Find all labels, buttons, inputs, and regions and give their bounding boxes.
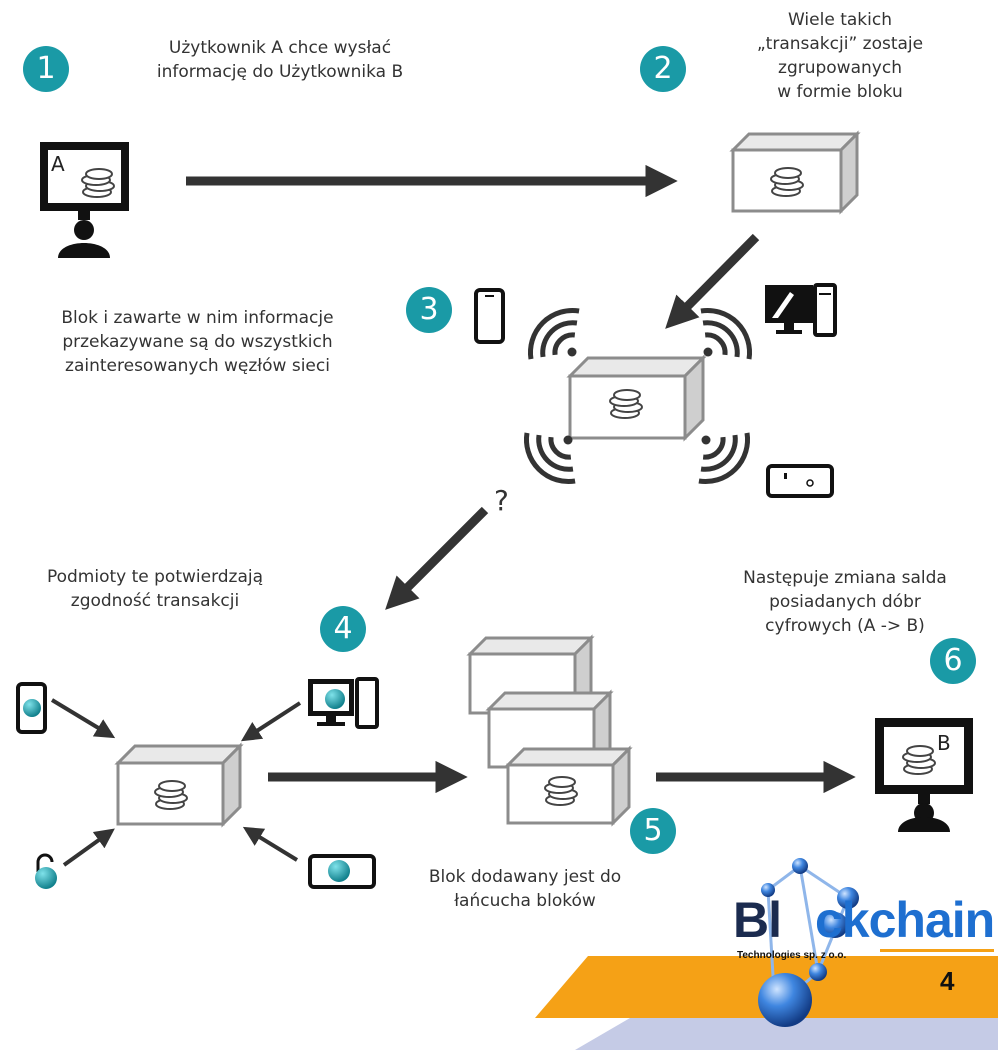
logo-subtitle: Technologies sp. z o.o.	[737, 950, 847, 961]
arrow-3-to-4	[385, 506, 489, 610]
question-mark: ?	[494, 484, 509, 517]
block-step2-icon	[729, 130, 861, 215]
validator-tablet-icon	[308, 854, 376, 889]
user-b-computer-icon	[875, 718, 973, 832]
step-3-badge: 3	[406, 287, 452, 333]
validator-phone-icon	[16, 682, 47, 734]
step-6-badge: 6	[930, 638, 976, 684]
company-logo: Bl ckchain	[733, 892, 995, 948]
validation-arrow	[50, 698, 116, 739]
step-2-badge: 2	[640, 46, 686, 92]
user-a-computer-icon	[40, 142, 129, 258]
logo-stripes	[880, 949, 994, 952]
user-a-label: A	[51, 152, 65, 176]
validator-desktop-icon	[308, 677, 379, 729]
phone-landscape-icon	[766, 464, 834, 498]
validation-arrow	[62, 828, 115, 867]
block-step3-icon	[566, 354, 707, 442]
arrow-2-to-3	[665, 233, 760, 329]
validation-arrow	[240, 701, 302, 742]
step-5-badge: 5	[630, 808, 676, 854]
validation-arrow	[242, 826, 299, 862]
footer-lavender-band	[575, 1018, 998, 1050]
logo-word-part2: ckchain	[815, 892, 995, 948]
desktop-computer-icon	[765, 283, 837, 337]
page-number: 4	[940, 966, 955, 996]
step-4-badge: 4	[320, 606, 366, 652]
block-step4-icon	[114, 742, 244, 828]
smartphone-icon	[474, 288, 505, 344]
chain-block-bottom-icon	[504, 745, 633, 827]
logo-word-part1: Bl	[733, 892, 782, 948]
validator-lock-icon	[35, 853, 57, 889]
user-b-label: B	[937, 731, 951, 755]
logo-molecule-icon	[758, 858, 859, 1027]
step-1-badge: 1	[23, 46, 69, 92]
